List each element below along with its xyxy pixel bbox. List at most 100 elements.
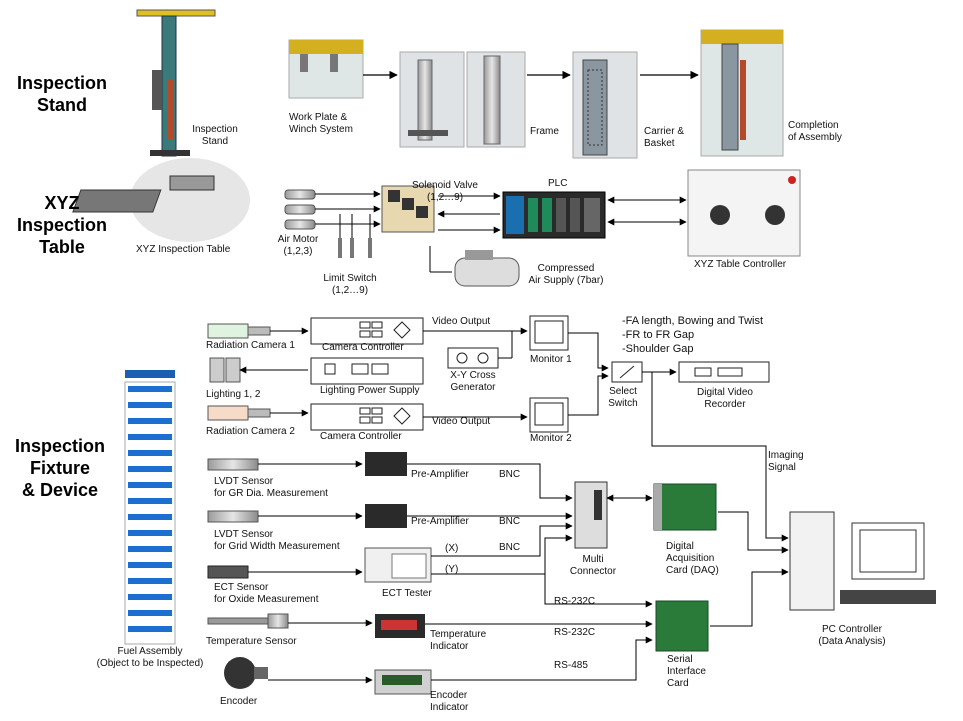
limit-switch-label: Limit Switch(1,2…9) [323, 273, 377, 296]
lighting-ps-label: Lighting Power Supply [320, 385, 420, 396]
air-motor-label: Air Motor(1,2,3) [277, 234, 319, 257]
bnc-label-2: BNC [499, 516, 521, 527]
bnc-label-1: BNC [499, 469, 521, 480]
xy-cross-generator [447, 347, 499, 369]
fuel-assembly-grid-band [128, 402, 172, 408]
pre-amplifier-2-label: Pre-Amplifier [411, 516, 469, 527]
fuel-assembly-grid-band [128, 418, 172, 424]
ect-sensor [207, 565, 249, 579]
plc-image [502, 191, 606, 239]
camera-controller-1-label: Camera Controller [322, 342, 404, 353]
video-output-2-label: Video Output [432, 416, 491, 427]
monitor-1-label: Monitor 1 [530, 354, 572, 365]
pre-amplifier-2 [365, 504, 407, 528]
rs232-label-2: RS-232C [554, 627, 596, 638]
monitor-1 [529, 315, 569, 351]
encoder-indicator [374, 669, 432, 695]
frame-image-1 [399, 51, 465, 148]
xyz-controller-image [687, 169, 801, 257]
ect-tester [364, 547, 432, 583]
fuel-assembly-image [124, 370, 176, 645]
radiation-camera-2 [207, 405, 271, 421]
camera-controller-2-label: Camera Controller [320, 431, 402, 442]
daq-card [653, 483, 717, 531]
pre-amplifier-1 [365, 452, 407, 476]
video-output-1-label: Video Output [432, 316, 491, 327]
camera-controller-1 [310, 317, 424, 345]
monitor-2 [529, 397, 569, 433]
solenoid-valves [381, 185, 435, 233]
encoder-image [224, 657, 268, 689]
frame-image-2 [466, 51, 526, 148]
xyz-table-label: XYZ Inspection Table [136, 244, 231, 255]
solenoid-valve-label: Solenoid Valve(1,2…9) [412, 180, 478, 203]
fuel-assembly-label: Fuel Assembly(Object to be Inspected) [96, 646, 204, 669]
carrier-image [572, 51, 638, 159]
fuel-assembly-grid-band [128, 562, 172, 568]
work-plate-image [288, 39, 364, 99]
carrier-label: Carrier &Basket [644, 126, 685, 149]
select-switch [611, 361, 643, 383]
fuel-assembly-grid-band [128, 594, 172, 600]
lighting-power-supply [310, 357, 424, 385]
fuel-assembly-grid-band [128, 546, 172, 552]
bnc-label-3: BNC [499, 542, 521, 553]
ect-tester-label: ECT Tester [382, 588, 432, 599]
fuel-assembly-grid-band [128, 626, 172, 632]
limit-switches [338, 238, 372, 258]
radiation-camera-1-label: Radiation Camera 1 [206, 340, 295, 351]
completion-image [700, 29, 784, 157]
xyz-table-image [72, 158, 250, 242]
pc-controller-label: PC Controller(Data Analysis) [818, 624, 886, 647]
lighting-image [209, 357, 241, 383]
fuel-assembly-grid-band [128, 514, 172, 520]
x-channel-label: (X) [445, 543, 459, 554]
lighting-label: Lighting 1, 2 [206, 389, 261, 400]
fuel-assembly-grid-band [128, 434, 172, 440]
plc-label: PLC [548, 178, 568, 189]
multi-connector [574, 481, 608, 549]
rs485-label: RS-485 [554, 660, 588, 671]
lvdt-sensor-1 [207, 458, 259, 471]
work-plate-label: Work Plate &Winch System [289, 112, 353, 135]
frame-label: Frame [530, 126, 559, 137]
serial-interface-card [655, 600, 709, 652]
temperature-sensor-label: Temperature Sensor [206, 636, 297, 647]
radiation-camera-2-label: Radiation Camera 2 [206, 426, 295, 437]
fuel-assembly-grid-band [128, 450, 172, 456]
fuel-assembly-grid-band [128, 386, 172, 392]
rs232-label-1: RS-232C [554, 596, 596, 607]
lvdt-sensor-2 [207, 510, 259, 523]
pre-amplifier-1-label: Pre-Amplifier [411, 469, 469, 480]
fuel-assembly-grid-band [128, 578, 172, 584]
temperature-sensor [207, 613, 289, 629]
measurement-notes: -FA length, Bowing and Twist-FR to FR Ga… [622, 315, 764, 355]
fuel-assembly-grid-band [128, 482, 172, 488]
monitor-2-label: Monitor 2 [530, 433, 572, 444]
fuel-assembly-grid-band [128, 530, 172, 536]
fuel-assembly-grid-band [128, 498, 172, 504]
y-channel-label: (Y) [445, 564, 459, 575]
radiation-camera-1 [207, 323, 271, 339]
xyz-controller-label: XYZ Table Controller [694, 259, 787, 270]
pc-controller [789, 511, 936, 611]
